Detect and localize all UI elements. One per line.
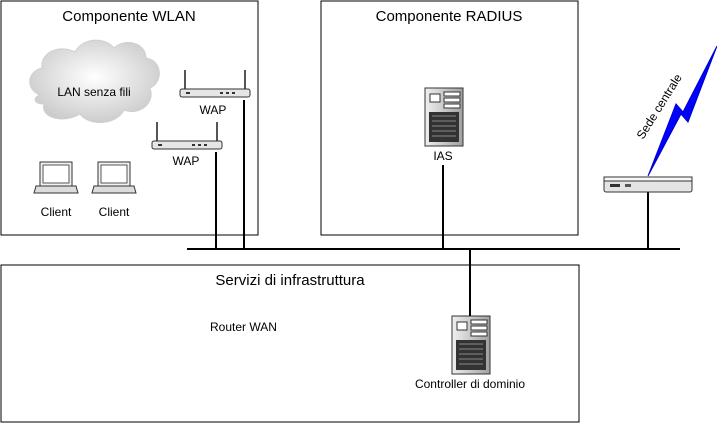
infrastructure-title: Servizi di infrastruttura: [215, 272, 365, 289]
client-left-laptop: Client: [33, 161, 79, 219]
radius-component: Componente RADIUS IAS: [320, 0, 579, 236]
radius-title: Componente RADIUS: [376, 8, 523, 25]
client-left-label: Client: [41, 205, 72, 219]
infrastructure-component: Servizi di infrastruttura Router WAN Con…: [0, 264, 580, 423]
client-right-label: Client: [99, 205, 130, 219]
hq-wan-link-lightning: [647, 45, 717, 177]
network-wiring: [187, 100, 680, 316]
wap-top-label: WAP: [200, 103, 227, 117]
ias-label: IAS: [433, 149, 452, 163]
client-right-laptop: Client: [91, 161, 137, 219]
router-wan-label: Router WAN: [210, 320, 277, 334]
cloud-label: LAN senza fili: [57, 85, 130, 99]
wap-bottom-label: WAP: [173, 154, 200, 168]
wan-router-device: [603, 176, 693, 193]
wlan-box: [0, 0, 259, 236]
wlan-component: Componente WLAN LAN senza fili WAP: [0, 0, 259, 236]
wireless-lan-cloud: LAN senza fili: [29, 39, 160, 123]
domain-controller-label: Controller di dominio: [415, 377, 525, 391]
wap-top-access-point: WAP: [179, 70, 251, 117]
domain-controller-server-icon: [451, 315, 491, 375]
wlan-title: Componente WLAN: [62, 8, 195, 25]
ias-server-icon: [424, 87, 464, 147]
wap-bottom-access-point: WAP: [151, 122, 223, 168]
